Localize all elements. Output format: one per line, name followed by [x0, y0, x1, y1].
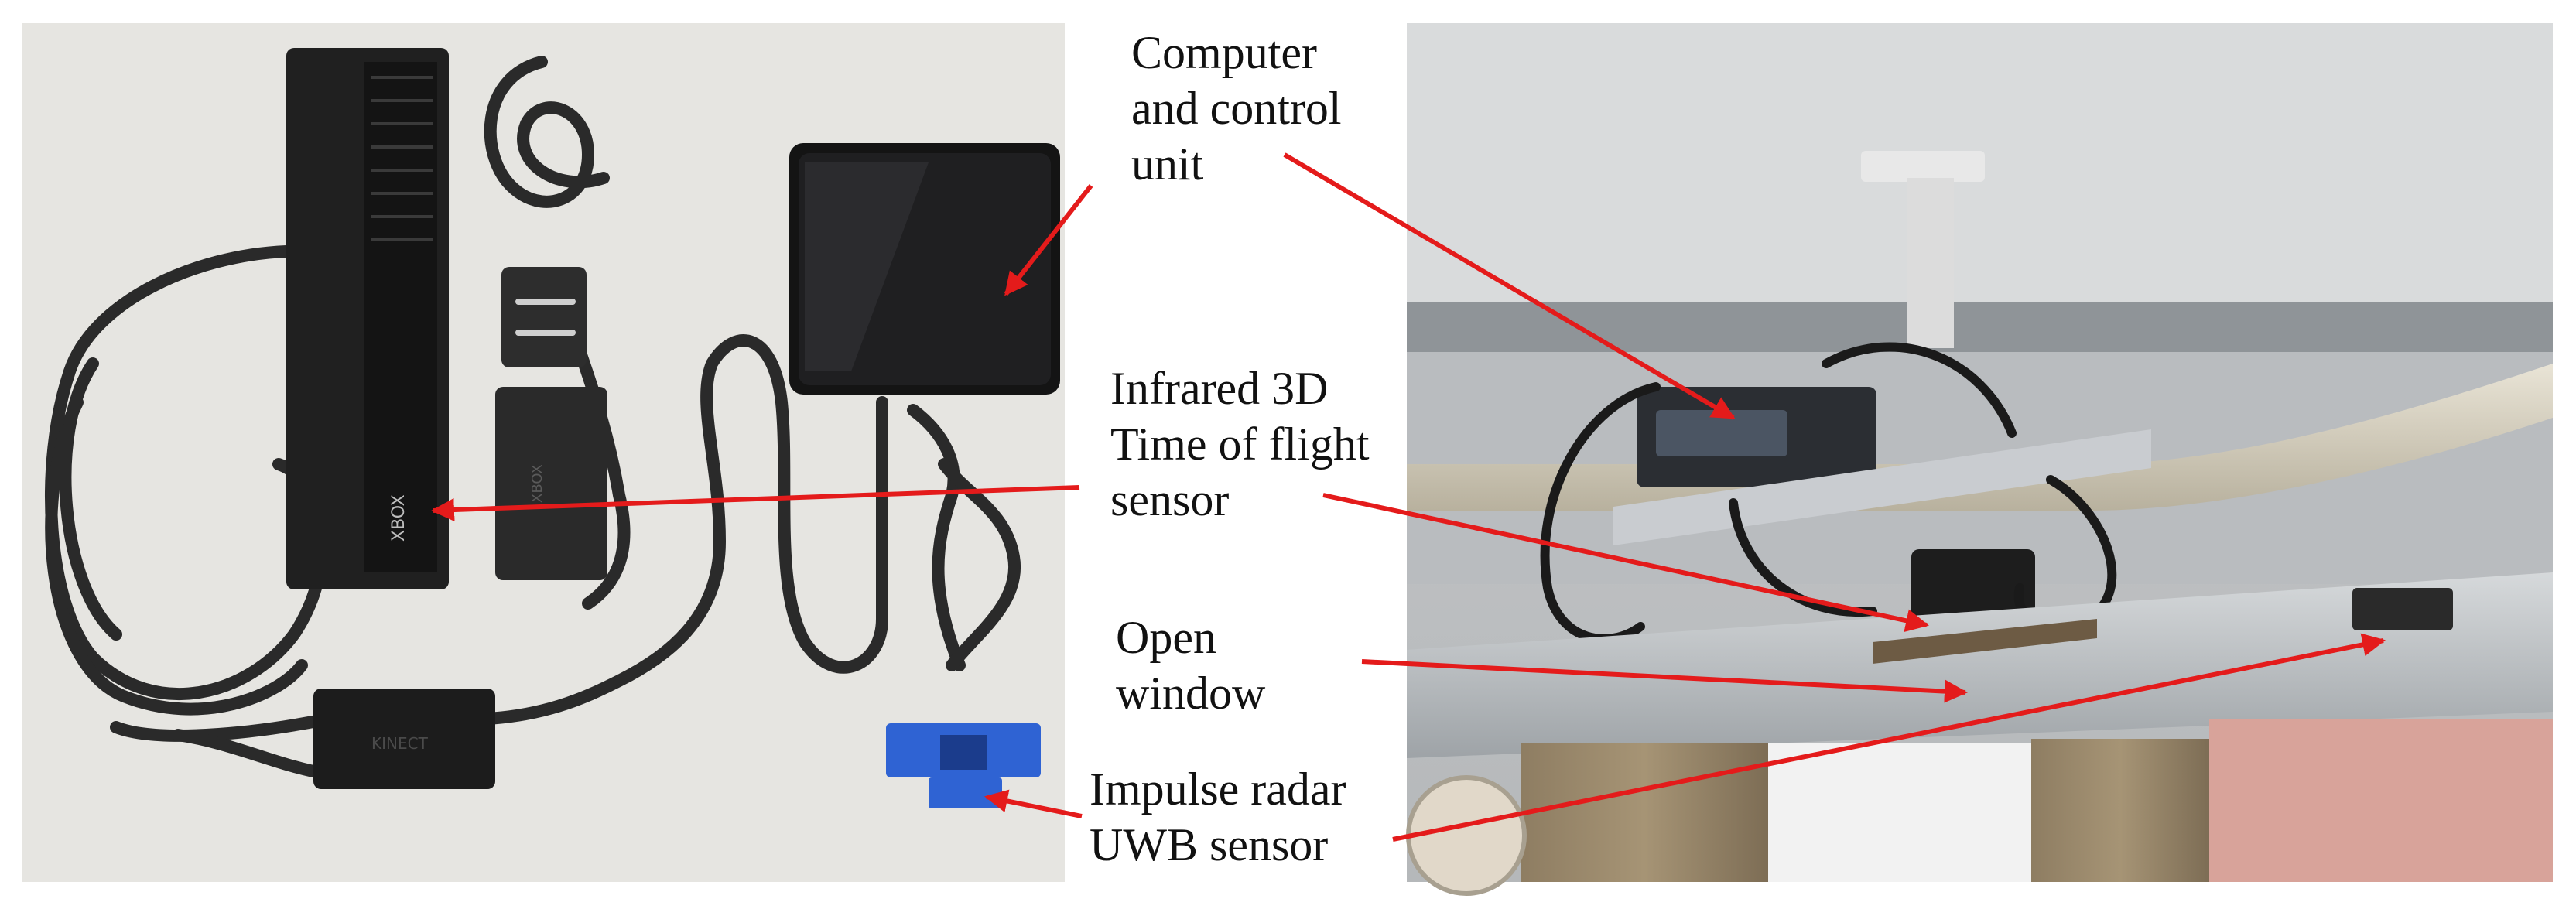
kinect-vent-slats [371, 76, 433, 241]
pink-wall [2209, 719, 2553, 882]
arrow-radar-left [984, 789, 1083, 818]
right-photo [1406, 23, 2553, 896]
label-computer-line1: Computer [1131, 27, 1317, 78]
label-radar: Impulse radar UWB sensor [1090, 761, 1346, 873]
left-photo: XBOX XBOX KINECT [22, 23, 1065, 882]
mounting-frame [1613, 429, 2151, 545]
ceiling-mount-plate [1861, 151, 1985, 182]
arrow-computer-right [1283, 152, 1736, 420]
kinect-adapter [313, 689, 495, 789]
power-brick [495, 387, 607, 580]
annotation-arrows [431, 152, 2386, 842]
mini-pc-glare [805, 162, 929, 371]
arrow-window [1361, 659, 1968, 703]
label-radar-line1: Impulse radar [1090, 764, 1346, 815]
radar-board-tail [929, 777, 1002, 808]
wall-fan [1406, 775, 1527, 896]
ceiling-mount-pole [1907, 178, 1954, 348]
plug-pins [515, 299, 576, 336]
ceiling-rail [1407, 302, 2553, 352]
radar-chip [940, 735, 987, 770]
arrow-ir-left [431, 485, 1080, 522]
label-radar-line2: UWB sensor [1090, 819, 1329, 870]
label-computer-line2: and control [1131, 83, 1342, 134]
adapter-mark: KINECT [371, 734, 429, 753]
label-infrared-line2: Time of flight [1110, 419, 1370, 470]
label-infrared: Infrared 3D Time of flight sensor [1110, 361, 1369, 528]
arrow-computer-left [1004, 184, 1093, 296]
radar-on-beam [2352, 588, 2453, 630]
ceiling-beam [1407, 572, 2553, 758]
label-computer: Computer and control unit [1131, 25, 1342, 192]
label-window-line1: Open [1116, 612, 1216, 663]
label-window-line2: window [1116, 668, 1266, 719]
label-window: Open window [1116, 610, 1265, 721]
label-infrared-line1: Infrared 3D [1110, 363, 1329, 414]
label-infrared-line3: sensor [1110, 474, 1230, 525]
open-window-slot [1873, 619, 2097, 664]
mounted-pc-face [1656, 410, 1787, 456]
power-plug [501, 267, 587, 367]
curtain-right [2031, 739, 2209, 882]
curtain-left [1521, 743, 1768, 882]
arrow-radar-right [1392, 633, 2386, 842]
xbox-logo: XBOX [389, 494, 409, 542]
power-brick-mark: XBOX [529, 464, 546, 503]
arrow-ir-right [1322, 493, 1929, 632]
label-computer-line3: unit [1131, 138, 1204, 190]
